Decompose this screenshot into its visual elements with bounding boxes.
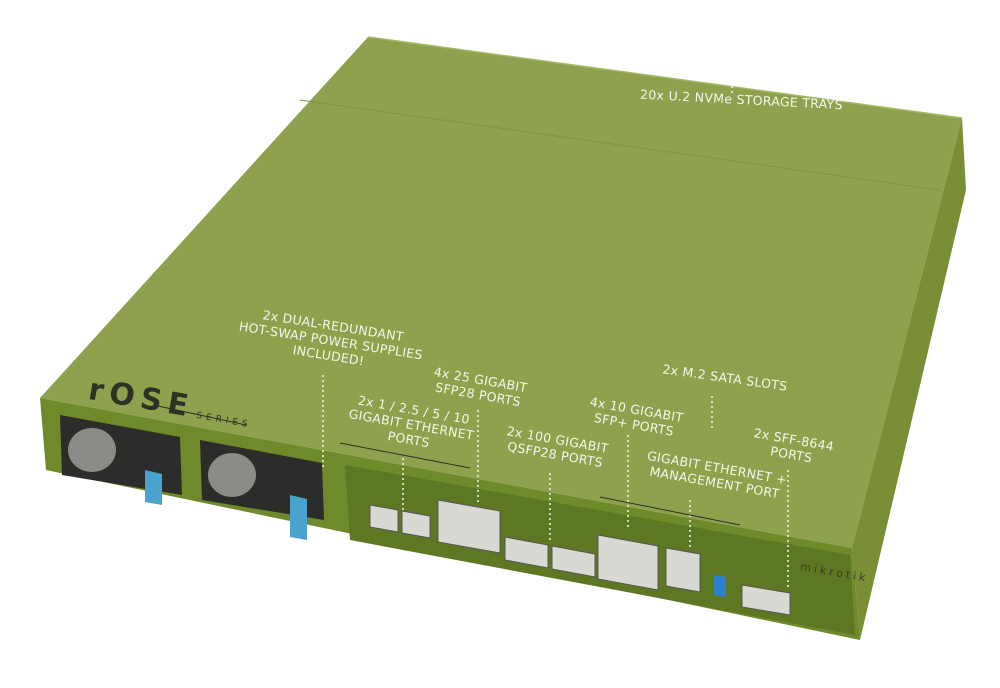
tray-seam bbox=[367, 36, 963, 119]
tray-seam bbox=[299, 99, 941, 191]
psu-2[interactable] bbox=[200, 440, 324, 540]
sfp28-ports bbox=[437, 499, 501, 554]
logo-series: SERIES bbox=[195, 410, 253, 431]
sff8644-ports bbox=[741, 584, 791, 616]
qsfp28-port-1 bbox=[504, 536, 549, 569]
management-ports bbox=[665, 547, 701, 593]
psu-handle-1 bbox=[145, 470, 162, 505]
chassis-top bbox=[40, 37, 962, 548]
ethernet-port-2 bbox=[401, 510, 431, 539]
qsfp28-port-2 bbox=[551, 545, 596, 578]
sfpplus-ports bbox=[597, 534, 659, 591]
psu-handle-2 bbox=[290, 495, 307, 540]
ethernet-port-1 bbox=[369, 504, 399, 533]
psu-1[interactable] bbox=[60, 415, 182, 505]
usb-port[interactable] bbox=[714, 575, 726, 597]
chassis-side bbox=[852, 118, 966, 640]
